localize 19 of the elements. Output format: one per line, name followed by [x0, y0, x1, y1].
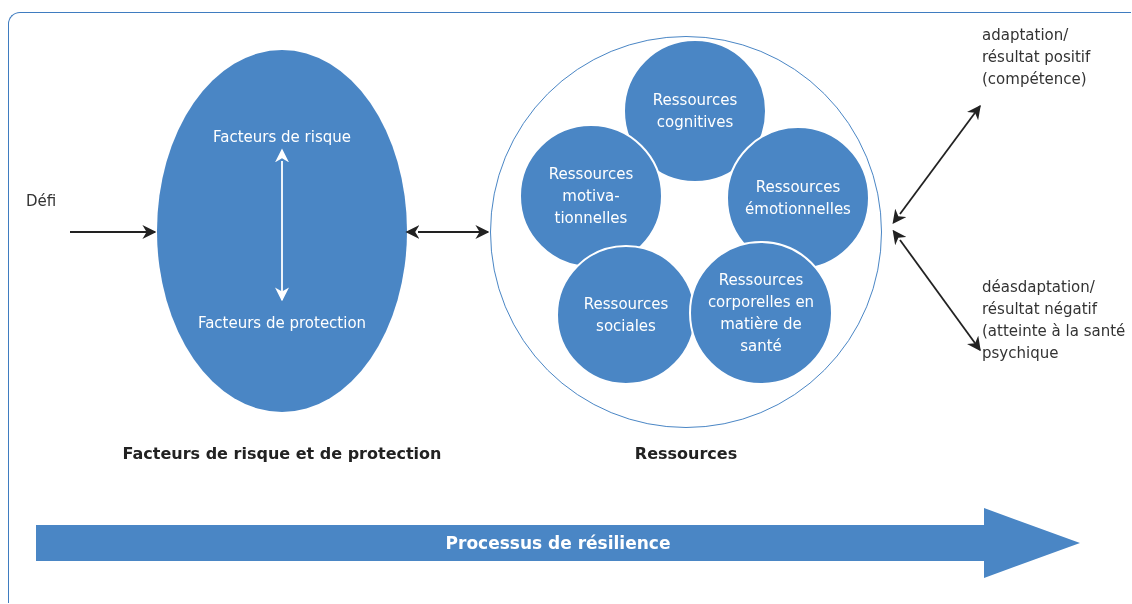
text-label: Facteurs de protection — [167, 312, 397, 338]
arrow — [892, 104, 981, 225]
arrow — [69, 225, 157, 239]
arrow — [275, 148, 289, 302]
node-label: Ressources corporelles en matière de santé — [706, 270, 816, 357]
node-label: Ressources sociales — [582, 294, 670, 337]
text-label: adaptation/ résultat positif (compétence) — [982, 24, 1122, 120]
node-label: Ressources motiva- tionnelles — [547, 164, 635, 229]
caption: Ressources — [633, 444, 739, 463]
text-label: Facteurs de risque — [177, 126, 387, 152]
process-arrow — [36, 508, 1080, 578]
node-label: Ressources émotionnelles — [744, 177, 852, 220]
text-label: Défi — [26, 190, 76, 216]
text-label: déasdaptation/ résultat négatif (atteinte à la santé psychique — [982, 276, 1127, 394]
arrow-label: Processus de résilience — [445, 532, 671, 554]
arrow — [405, 225, 490, 239]
arrow — [892, 229, 981, 352]
node-label: Ressources cognitives — [651, 90, 739, 133]
caption: Facteurs de risque et de protection — [121, 444, 443, 463]
